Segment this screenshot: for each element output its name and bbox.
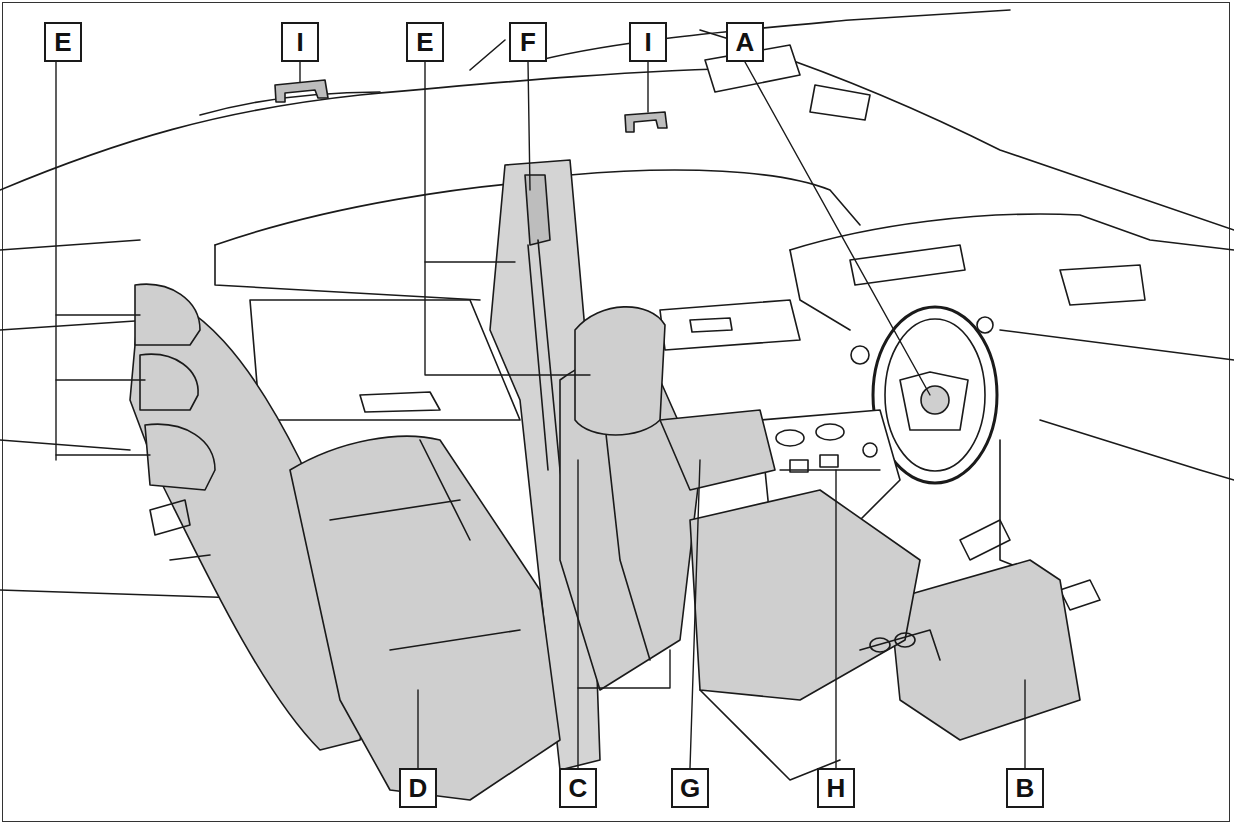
callout-letter: I — [281, 22, 319, 62]
callout-letter: D — [399, 768, 437, 808]
callout-letter: B — [1006, 768, 1044, 808]
callout-letter: E — [44, 22, 82, 62]
callout-letter: I — [629, 22, 667, 62]
callout-letter: G — [671, 768, 709, 808]
callout-letter: F — [509, 22, 547, 62]
callout-letter: C — [559, 768, 597, 808]
callout-letter: H — [817, 768, 855, 808]
callout-letter: A — [726, 22, 764, 62]
callout-letter: E — [406, 22, 444, 62]
